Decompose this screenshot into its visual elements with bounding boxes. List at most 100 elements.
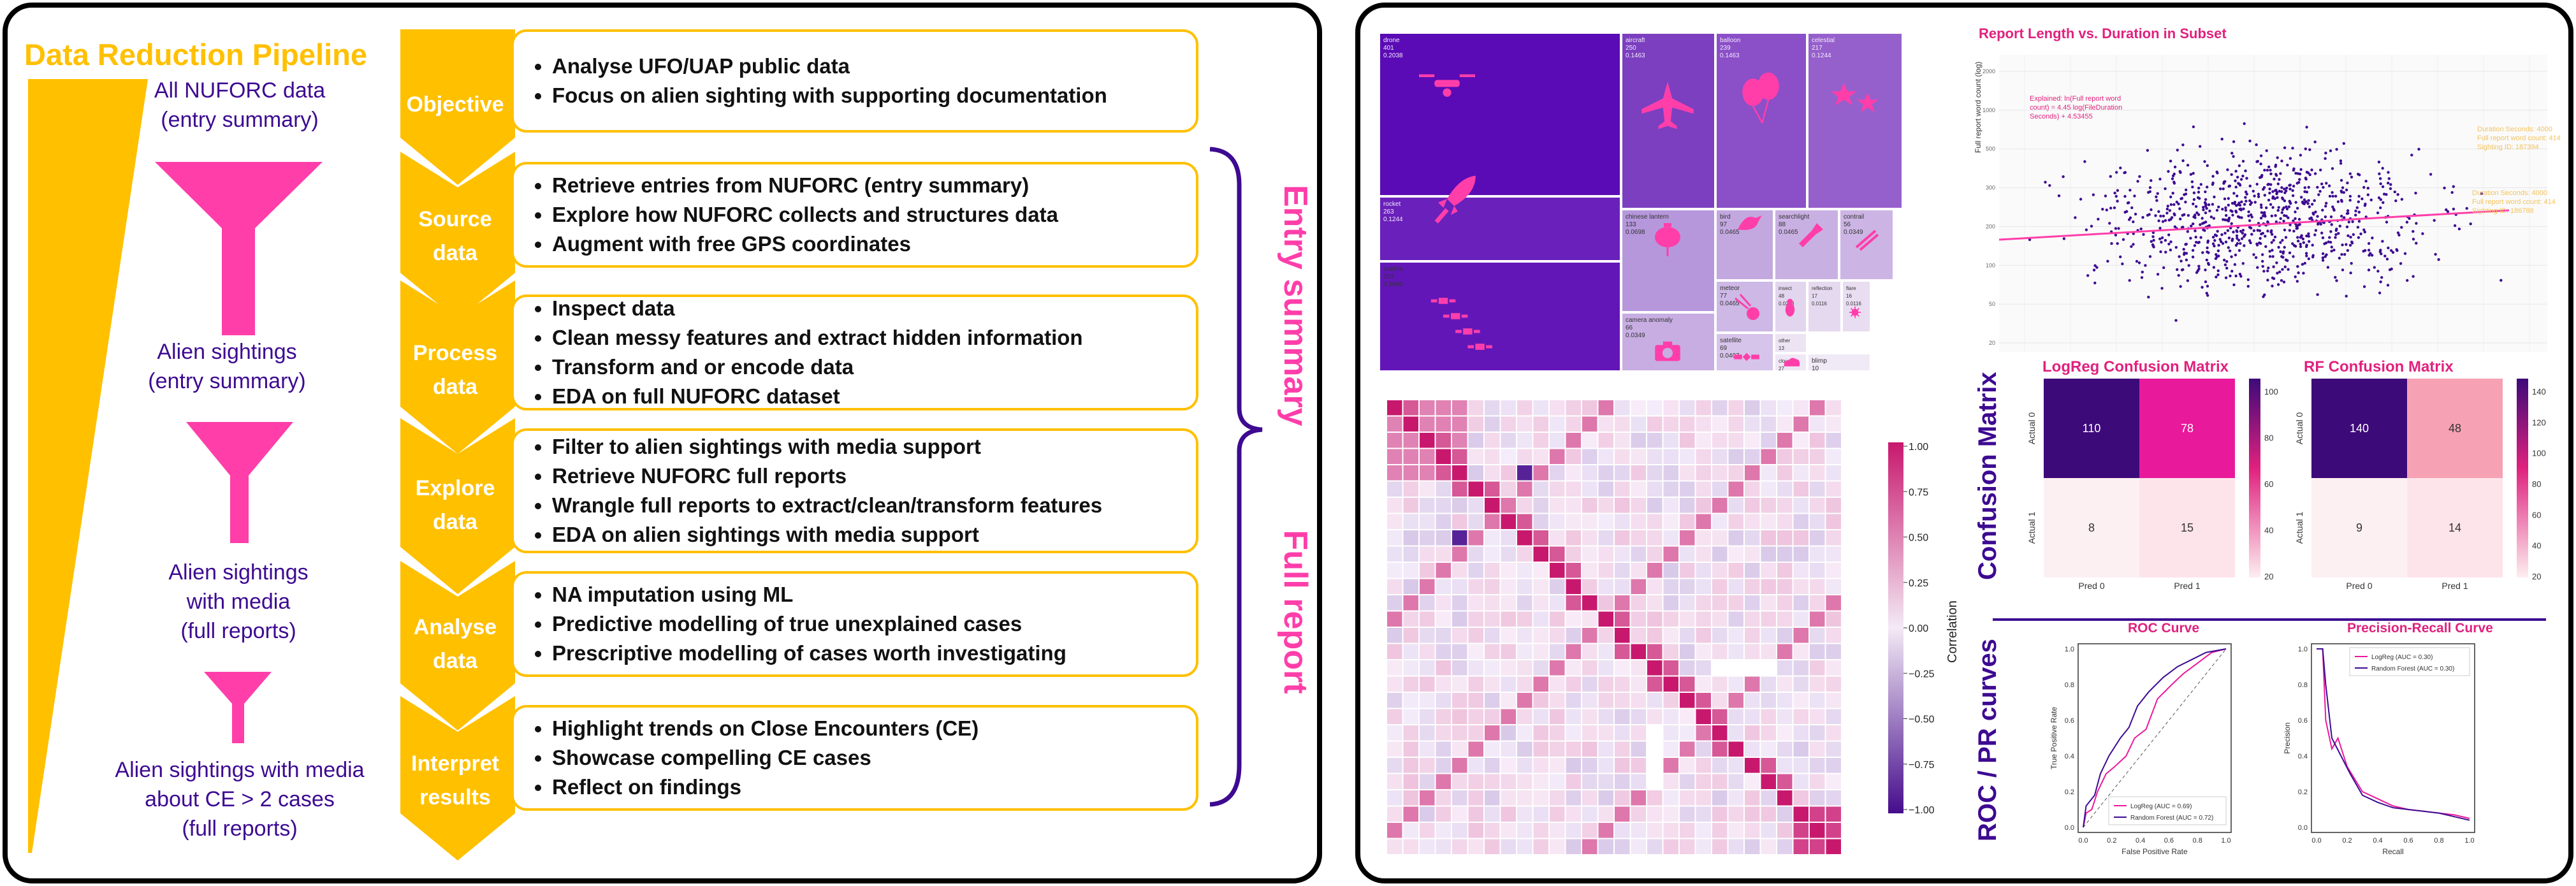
cm-row-label: Actual 1 — [2027, 511, 2037, 544]
heatmap-cell — [1582, 741, 1597, 757]
scatter-point — [2304, 147, 2307, 150]
heatmap-cell — [1663, 611, 1678, 627]
treemap-category: bird — [1720, 214, 1731, 221]
heatmap-cell — [1420, 790, 1435, 806]
scatter-point — [2146, 149, 2150, 152]
scatter-point — [2192, 202, 2195, 206]
heatmap-cell — [1728, 514, 1743, 529]
heatmap-cell — [1761, 823, 1776, 838]
scatter-point — [2238, 249, 2241, 252]
heatmap-cell — [1777, 644, 1793, 659]
heatmap-cell — [1387, 611, 1402, 627]
scatter-point — [2311, 243, 2314, 247]
heatmap-cell — [1615, 693, 1630, 708]
y-tick-label: 0.8 — [2298, 681, 2308, 689]
scatter-point — [2191, 256, 2195, 259]
scatter-point — [2346, 181, 2349, 185]
heatmap-cell — [1566, 595, 1581, 611]
heatmap-cell — [1647, 611, 1663, 627]
heatmap-cell — [1566, 758, 1581, 773]
heatmap-cell — [1663, 416, 1678, 432]
scatter-point — [2359, 232, 2362, 236]
scatter-point — [2201, 217, 2204, 220]
scatter-point — [2206, 284, 2209, 288]
scatter-point — [2264, 215, 2267, 218]
scatter-point — [2326, 266, 2330, 269]
heatmap-cell — [1566, 676, 1581, 692]
heatmap-cell — [1777, 530, 1793, 546]
scatter-point — [2160, 287, 2164, 290]
heatmap-cell — [1696, 758, 1711, 773]
heatmap-cell — [1533, 433, 1548, 448]
scatter-point — [2296, 280, 2299, 283]
scatter-point — [2324, 157, 2327, 160]
heatmap-cell — [1485, 579, 1500, 594]
scatter-point — [2144, 264, 2147, 267]
heatmap-cell — [1761, 498, 1776, 513]
step-box-explore: Filter to alien sightings with media sup… — [511, 428, 1198, 553]
scatter-point — [2028, 238, 2032, 242]
scatter-point — [2261, 253, 2264, 256]
flare-icon — [1849, 306, 1861, 319]
scatter-point — [2354, 209, 2357, 213]
scatter-point — [2236, 242, 2239, 245]
heatmap-cell — [1647, 758, 1663, 773]
scatter-point — [2269, 231, 2273, 234]
y-tick-label: 0.2 — [2298, 788, 2308, 796]
heatmap-cell — [1680, 823, 1695, 838]
scatter-point — [2271, 233, 2274, 236]
scatter-point — [2179, 259, 2183, 263]
scatter-point — [2356, 226, 2360, 229]
scatter-point — [2164, 187, 2167, 191]
scatter-point — [2403, 252, 2407, 255]
scatter-point — [2292, 229, 2296, 233]
heatmap-cell — [1712, 725, 1728, 741]
x-tick-label: 0.8 — [2193, 837, 2202, 845]
heatmap-cell — [1680, 741, 1695, 757]
scatter-point — [2286, 163, 2289, 167]
scatter-point — [2197, 213, 2201, 216]
heatmap-cell — [1615, 676, 1630, 692]
scatter-point — [2234, 179, 2237, 182]
heatmap-cell — [1696, 644, 1711, 659]
heatmap-cell — [1696, 839, 1711, 854]
scatter-point — [2350, 240, 2354, 243]
scatter-point — [2450, 191, 2454, 194]
scatter-point — [2238, 208, 2241, 211]
heatmap-cell — [1680, 660, 1695, 676]
scatter-point — [2213, 195, 2216, 199]
heatmap-cell — [1533, 676, 1548, 692]
scatter-point — [2254, 256, 2258, 259]
heatmap-cell — [1387, 514, 1402, 529]
scatter-point — [2271, 196, 2274, 200]
heatmap-cell — [1517, 741, 1532, 757]
scatter-point — [2299, 245, 2303, 249]
heatmap-cell — [1517, 514, 1532, 529]
heatmap-cell — [1501, 449, 1516, 464]
scatter-point — [2327, 184, 2331, 187]
heatmap-cell — [1793, 579, 1808, 594]
scatter-point — [2271, 276, 2274, 280]
scatter-point — [2263, 194, 2266, 197]
heatmap-cell — [1501, 823, 1516, 838]
scatter-point — [2092, 193, 2095, 196]
scatter-point — [2357, 173, 2360, 176]
heatmap-cell — [1533, 806, 1548, 822]
scatter-point — [2297, 181, 2301, 184]
treemap-category: blimp — [1812, 358, 1827, 365]
heatmap-cell — [1517, 579, 1532, 594]
scatter-point — [2232, 140, 2236, 143]
heatmap-cell — [1468, 693, 1483, 708]
scatter-point — [2248, 140, 2252, 143]
heatmap-cell — [1468, 611, 1483, 627]
treemap-cell — [1379, 33, 1621, 196]
scatter-point — [2300, 196, 2303, 199]
heatmap-cell — [1403, 433, 1418, 448]
heatmap-cell — [1550, 628, 1565, 643]
heatmap-cell — [1598, 660, 1613, 676]
step-box-analyse: NA imputation using MLPredictive modelli… — [511, 571, 1198, 677]
scatter-point — [2245, 190, 2248, 194]
treemap-share: 0.0698 — [1626, 229, 1645, 236]
legend-entry: Random Forest (AUC = 0.72) — [2130, 815, 2213, 822]
